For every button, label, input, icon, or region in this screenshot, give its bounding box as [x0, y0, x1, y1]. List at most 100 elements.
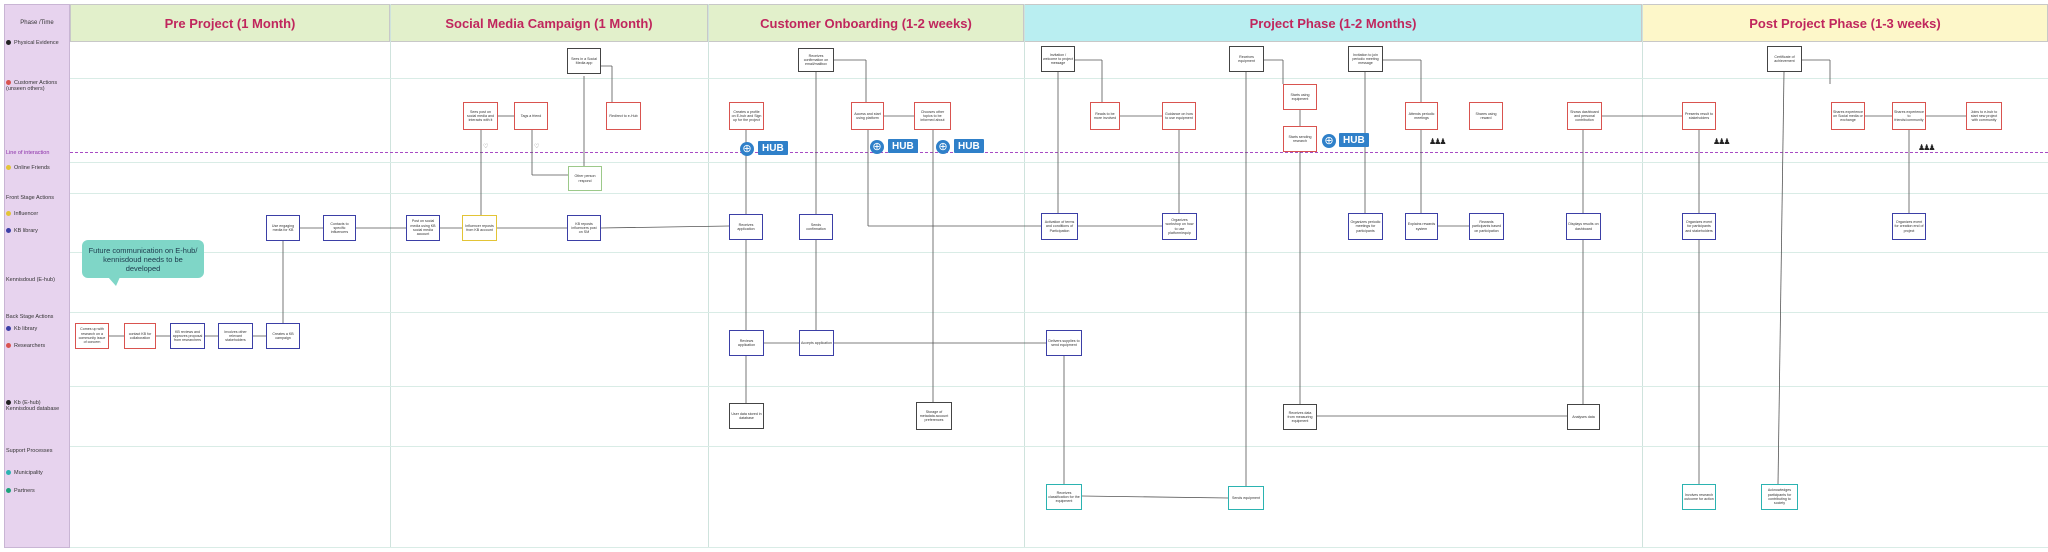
- yellow-dot-icon: [6, 165, 11, 171]
- step-box: Shares using reward: [1469, 102, 1503, 130]
- step-box: Displays results on dashboard: [1566, 213, 1601, 240]
- red-dot-icon: [6, 343, 11, 349]
- people-group-icon: ♟♟♟: [1918, 143, 1935, 152]
- step-box: Analyses data: [1567, 404, 1600, 430]
- step-box: Receives classification for the equipmen…: [1046, 484, 1082, 510]
- step-box: Attends periodic meetings: [1405, 102, 1438, 130]
- lane-kb-library: KB library: [6, 228, 68, 234]
- step-box: Influencer reposts from KB account: [462, 215, 497, 241]
- step-box: Reviews application: [729, 330, 764, 356]
- blue-dot-icon: [6, 326, 11, 332]
- phase-divider: [708, 4, 709, 548]
- lane-divider: [70, 252, 2048, 253]
- step-box: Sends equipment: [1228, 486, 1264, 510]
- step-box: Shares experience to friends/community: [1892, 102, 1926, 130]
- step-box: Receives confirmation on email/mailbox: [798, 48, 834, 72]
- blue-dot-icon: [6, 228, 11, 234]
- lane-divider: [70, 162, 2048, 163]
- step-box: contact KB for collaboration: [124, 323, 156, 349]
- phase-header-social-media: Social Media Campaign (1 Month): [390, 4, 708, 42]
- green-dot-icon: [6, 488, 11, 494]
- lane-support: Support Processes: [6, 448, 53, 454]
- phase-divider: [1642, 4, 1643, 548]
- step-box: Access and start using platform: [851, 102, 884, 130]
- hub-badge: HUB: [954, 139, 984, 153]
- black-dot-icon: [6, 40, 11, 46]
- note-bubble-tail: [108, 277, 120, 286]
- step-box: Sees in a Social Media app: [567, 48, 601, 74]
- lane-municipality: Municipality: [6, 470, 68, 476]
- people-group-icon: ♟♟♟: [1429, 137, 1446, 146]
- step-box: Creates a profile on E-hub and Sign up f…: [729, 102, 764, 130]
- step-box: Sends confirmation: [799, 214, 833, 240]
- step-box: Acknowledges participants for contributi…: [1761, 484, 1798, 510]
- globe-icon: ⊕: [1322, 134, 1336, 148]
- lane-line-of-interaction: Line of interaction: [6, 150, 50, 156]
- step-box: Organizes event for participants and sta…: [1682, 213, 1716, 240]
- lane-online-friends: Online Friends: [6, 165, 68, 171]
- lane-label-text: Kb library: [14, 326, 38, 332]
- yellow-dot-icon: [6, 211, 11, 217]
- red-dot-icon: [6, 80, 11, 86]
- lane-kb-database: Kb (E-hub) Kennisdoud database: [6, 400, 68, 413]
- black-dot-icon: [6, 400, 11, 406]
- step-box: KB reviews and approves proposal from re…: [170, 323, 205, 349]
- hub-badge: HUB: [758, 141, 788, 155]
- hub-badge: HUB: [888, 139, 918, 153]
- phase-header-project: Project Phase (1-2 Months): [1024, 4, 1642, 42]
- step-box: Explains rewards system: [1405, 213, 1438, 240]
- globe-icon: ⊕: [870, 140, 884, 154]
- like-icon: ♡: [483, 144, 489, 150]
- step-box: Starts using equipment: [1283, 84, 1317, 110]
- like-icon: ♡: [534, 144, 540, 150]
- step-box: Receives equipment: [1229, 46, 1264, 72]
- lane-partners: Partners: [6, 488, 68, 494]
- lane-label-text: Customer Actions (unseen others): [6, 80, 58, 93]
- step-box: Invitation to join periodic meeting mess…: [1348, 46, 1383, 72]
- phase-header-onboarding: Customer Onboarding (1-2 weeks): [708, 4, 1024, 42]
- lane-divider: [70, 78, 2048, 79]
- step-box: Sees post on social media and interacts …: [463, 102, 498, 130]
- lane-divider: [70, 312, 2048, 313]
- step-box: Shows dashboard and personal contributio…: [1567, 102, 1602, 130]
- lane-label-text: KB library: [14, 228, 38, 234]
- lane-kb-library-back: Kb library: [6, 326, 68, 332]
- people-group-icon: ♟♟♟: [1713, 137, 1730, 146]
- step-box: Organizes workshop on how to use platfor…: [1162, 213, 1197, 240]
- step-box: Use engaging media for KB: [266, 215, 300, 241]
- step-box: Involves other relevant stakeholders: [218, 323, 253, 349]
- hub-badge: HUB: [1339, 133, 1369, 147]
- step-box: Other person respond: [568, 166, 602, 191]
- phase-divider: [1024, 4, 1025, 548]
- lane-divider: [70, 446, 2048, 447]
- step-box: Delivers supplies to send equipment: [1046, 330, 1082, 356]
- lane-label-text: Researchers: [14, 343, 46, 349]
- step-box: Reads to be more involved: [1090, 102, 1120, 130]
- step-box: Creates a KB campaign: [266, 323, 300, 349]
- lane-label-text: Kb (E-hub) Kennisdoud database: [6, 400, 60, 413]
- phase-divider: [390, 4, 391, 548]
- note-bubble: Future communication on E-hub/ kennisdou…: [82, 240, 204, 278]
- lane-back-stage: Back Stage Actions: [6, 314, 54, 320]
- lane-kennisdoud: Kennisdoud (E-hub): [6, 277, 55, 283]
- phase-time-label: Phase /Time: [20, 20, 54, 26]
- lane-front-stage: Front Stage Actions: [6, 195, 54, 201]
- lane-label-text: Influencer: [14, 211, 39, 217]
- step-box: Chooses other topics to be informed abou…: [914, 102, 951, 130]
- step-box: Activation of terms and conditions of Pa…: [1041, 213, 1078, 240]
- step-box: User data stored in database: [729, 403, 764, 429]
- step-box: KB reposts influencers post on SM: [567, 215, 601, 241]
- step-box: Shares experience on Social media or exc…: [1831, 102, 1865, 130]
- step-box: Presents result to stakeholders: [1682, 102, 1716, 130]
- lane-label-text: Physical Evidence: [14, 40, 59, 46]
- lane-label-text: Partners: [14, 488, 35, 494]
- step-box: Accepts application: [799, 330, 834, 356]
- lane-researchers: Researchers: [6, 343, 68, 349]
- step-box: Tags a friend: [514, 102, 548, 130]
- step-box: Receives data from measuring equipment: [1283, 404, 1317, 430]
- globe-icon: ⊕: [740, 142, 754, 156]
- step-box: Rewards participants based on participat…: [1469, 213, 1504, 240]
- step-box: Receives application: [729, 214, 763, 240]
- globe-icon: ⊕: [936, 140, 950, 154]
